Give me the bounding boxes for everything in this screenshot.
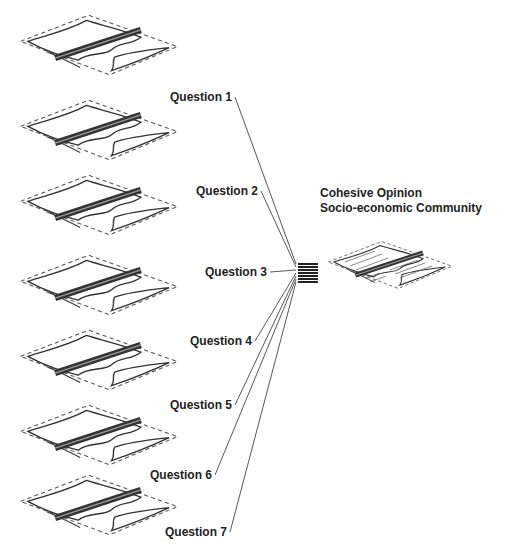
layer-bundle xyxy=(298,263,318,283)
map-layer xyxy=(21,255,178,315)
question-layer: Question 6 xyxy=(150,468,212,482)
map-layer xyxy=(21,15,178,75)
question-label: Question 4 xyxy=(190,334,252,348)
leader-connector xyxy=(235,97,296,264)
question-label: Question 7 xyxy=(165,525,227,539)
map-layer xyxy=(21,330,178,390)
question-label: Question 5 xyxy=(170,398,232,412)
map-heading: Cohesive Opinion xyxy=(320,186,456,201)
leader-connector xyxy=(230,282,296,532)
composite-map-node: Cohesive OpinionSocio-economic Community xyxy=(296,186,456,306)
question-label: Question 3 xyxy=(205,265,267,279)
question-layer: Question 4 xyxy=(190,334,252,348)
leader-connector xyxy=(270,270,296,272)
map-layer xyxy=(21,475,178,535)
question-label: Question 1 xyxy=(170,90,232,104)
question-layer: Question 3 xyxy=(205,265,267,279)
question-layer: Question 7 xyxy=(165,525,227,539)
question-layer: Question 2 xyxy=(196,184,258,198)
question-label: Question 6 xyxy=(150,468,212,482)
question-layer: Question 1 xyxy=(170,90,232,104)
map-heading: Socio-economic Community xyxy=(320,201,456,216)
leader-connector xyxy=(261,191,296,267)
question-label: Question 2 xyxy=(196,184,258,198)
map-layer xyxy=(21,175,178,235)
leader-connector xyxy=(215,279,296,475)
composite-map xyxy=(328,241,452,288)
map-layer xyxy=(21,405,178,465)
question-layer: Question 5 xyxy=(170,398,232,412)
composite-hatching xyxy=(345,251,432,282)
map-layer xyxy=(21,100,178,160)
